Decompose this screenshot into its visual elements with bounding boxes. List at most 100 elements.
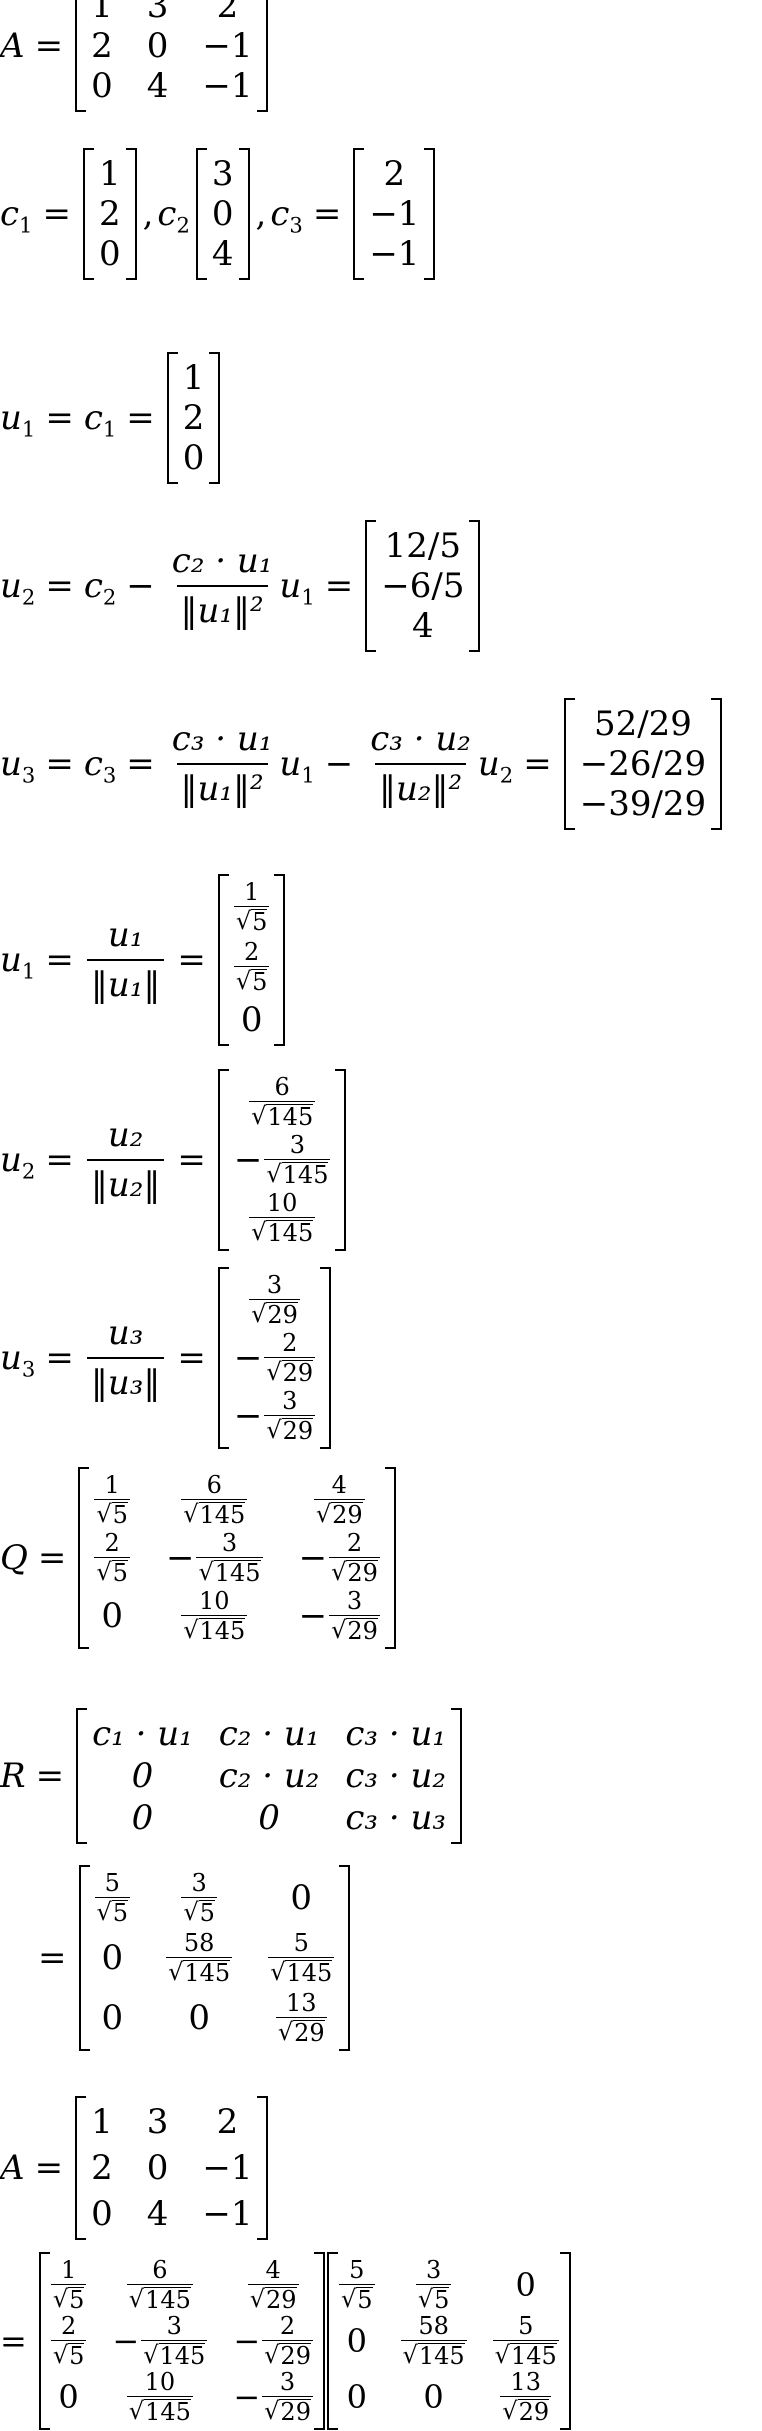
equals-sign: = [177, 1338, 206, 1378]
equation-matrix-a: A = 1 3 2 2 0 −1 0 4 −1 [0, 0, 270, 112]
matrix-cell: 0 [290, 1878, 313, 1918]
fraction-3-over-root5: 3√5 [415, 2256, 452, 2314]
equals-sign: = [45, 566, 74, 606]
matrix-cell: c₃ · u₃ [345, 1798, 446, 1838]
matrix-r-symbol: R [0, 1756, 26, 1796]
fraction-3-over-root145: 3√145 [196, 1529, 263, 1587]
comma: , [255, 194, 267, 234]
equals-sign: = [324, 566, 354, 606]
equals-sign: = [38, 1938, 67, 1978]
matrix-r-numeric: 5√5 3√5 0 0 58√145 5√145 0 0 13√29 [78, 1865, 351, 2051]
matrix-cell: −1 [202, 26, 253, 66]
negative-fraction: −2√29 [233, 2312, 313, 2370]
matrix-cell: 3 [146, 2102, 169, 2142]
equation-matrix-q: Q = 1√5 6√145 4√29 2√5 −3√145 −2√29 0 10… [0, 1467, 398, 1649]
vector-cell: −26/29 [579, 744, 707, 784]
equals-sign: = [34, 2148, 64, 2188]
vector-c1: 1 2 0 [82, 148, 137, 280]
negative-fraction: −3√145 [112, 2312, 208, 2370]
u2-symbol: u2 [477, 744, 514, 788]
vector-cell: 4 [412, 606, 434, 646]
vector-cell: 2 [98, 194, 121, 234]
fraction-denominator: ‖u₂‖ [86, 1159, 165, 1205]
vector-cell: 2 [182, 398, 205, 438]
equals-sign: = [35, 1756, 65, 1796]
fraction-5-over-root5: 5√5 [94, 1869, 131, 1927]
fraction-numerator: u₃ [107, 1313, 144, 1353]
fraction-denominator: ‖u₂‖² [374, 763, 467, 809]
projection-fraction: c₃ · u₁ ‖u₁‖² [168, 719, 277, 809]
matrix-cell: 0 [146, 26, 169, 66]
fraction-4-over-root29: 4√29 [313, 1471, 365, 1529]
c3-symbol: c3 [270, 194, 303, 238]
fraction-numerator: c₂ · u₁ [171, 541, 273, 581]
projection-fraction: c₂ · u₁ ‖u₁‖² [168, 541, 277, 631]
fraction-58-over-root145: 58√145 [166, 1929, 233, 1987]
c2-symbol: c2 [83, 566, 117, 610]
vector-cell: 12/5 [384, 526, 462, 566]
equation-matrix-r-numeric: = 5√5 3√5 0 0 58√145 5√145 0 0 13√29 [0, 1865, 352, 2051]
matrix-cell: 2 [216, 0, 239, 26]
equals-sign: = [126, 398, 155, 438]
normalization-fraction: u₁ ‖u₁‖ [86, 915, 165, 1005]
matrix-q: 1√5 6√145 4√29 2√5 −3√145 −2√29 0 10√145… [38, 2252, 326, 2430]
vector-cell: −39/29 [579, 784, 707, 824]
negative-fraction: −3√29 [298, 1587, 380, 1645]
negative-fraction: −3√145 [165, 1529, 263, 1587]
u1-symbol: u1 [0, 940, 36, 984]
matrix-cell: 0 [101, 1998, 124, 2038]
matrix-cell: 0 [131, 1798, 154, 1838]
matrix-cell: 0 [346, 2378, 367, 2416]
minus-sign: − [126, 566, 155, 606]
matrix-cell: 2 [91, 26, 113, 66]
negative-fraction: −3√145 [233, 1131, 331, 1189]
fraction-5-over-root145: 5√145 [492, 2312, 559, 2370]
vector-cell: 0 [240, 1000, 263, 1040]
fraction-3-over-root29: 3√29 [262, 2368, 313, 2426]
matrix-q: 1√5 6√145 4√29 2√5 −3√145 −2√29 0 10√145… [78, 1467, 396, 1649]
vector-cell: 0 [211, 194, 234, 234]
vector-u1: 1 2 0 [166, 352, 221, 484]
vector-cell: −1 [369, 234, 420, 274]
fraction-10-over-root145: 10√145 [181, 1587, 248, 1645]
matrix-cell: c₂ · u₂ [218, 1756, 320, 1796]
vector-c3: 2 −1 −1 [353, 148, 436, 280]
vector-cell: −1 [369, 194, 420, 234]
vector-cell: 1 [98, 154, 121, 194]
matrix-cell: 3 [146, 0, 169, 26]
fraction-13-over-root29: 13√29 [275, 1989, 327, 2047]
fraction-3-over-root29: 3√29 [264, 1387, 316, 1445]
equals-sign: = [177, 1140, 206, 1180]
u1-symbol: u1 [0, 398, 36, 442]
vector-cell: −6/5 [381, 566, 465, 606]
matrix-q-symbol: Q [0, 1538, 28, 1578]
matrix-cell: 0 [146, 2148, 169, 2188]
equation-normalized-u2: u2 = u₂ ‖u₂‖ = 6√145 −3√145 10√145 [0, 1069, 348, 1251]
equals-sign: = [45, 744, 74, 784]
fraction-2-over-root29: 2√29 [329, 1529, 380, 1587]
c2-symbol: c2 [157, 194, 190, 238]
vector-normalized-u2: 6√145 −3√145 10√145 [217, 1069, 347, 1251]
matrix-cell: −1 [202, 2194, 253, 2234]
matrix-cell: 0 [131, 1756, 154, 1796]
fraction-3-over-root5: 3√5 [181, 1869, 217, 1927]
fraction-1-over-root5: 1√5 [50, 2256, 87, 2314]
fraction-2-over-root5: 2√5 [50, 2312, 87, 2370]
matrix-r-numeric: 5√5 3√5 0 0 58√145 5√145 0 0 13√29 [326, 2252, 571, 2430]
negative-fraction: −2√29 [298, 1529, 380, 1587]
equals-sign: = [0, 2322, 27, 2360]
fraction-numerator: c₃ · u₂ [370, 719, 471, 759]
fraction-3-over-root29: 3√29 [329, 1587, 380, 1645]
equation-column-vectors: c1 = 1 2 0 , c2 3 0 4 , c3 = 2 −1 −1 [0, 148, 437, 280]
matrix-cell: 0 [346, 2322, 367, 2360]
matrix-cell: 1 [91, 2102, 113, 2142]
vector-normalized-u3: 3√29 −2√29 −3√29 [217, 1267, 332, 1449]
c1-symbol: c1 [0, 194, 33, 238]
equals-sign: = [45, 1140, 74, 1180]
fraction-2-over-root29: 2√29 [264, 1329, 316, 1387]
negative-fraction: −3√29 [233, 2368, 313, 2426]
equation-qr-product: = 1√5 6√145 4√29 2√5 −3√145 −2√29 0 10√1… [0, 2252, 573, 2430]
c3-symbol: c3 [83, 744, 117, 788]
matrix-cell: 0 [188, 1998, 210, 2038]
vector-cell: 1 [182, 358, 205, 398]
